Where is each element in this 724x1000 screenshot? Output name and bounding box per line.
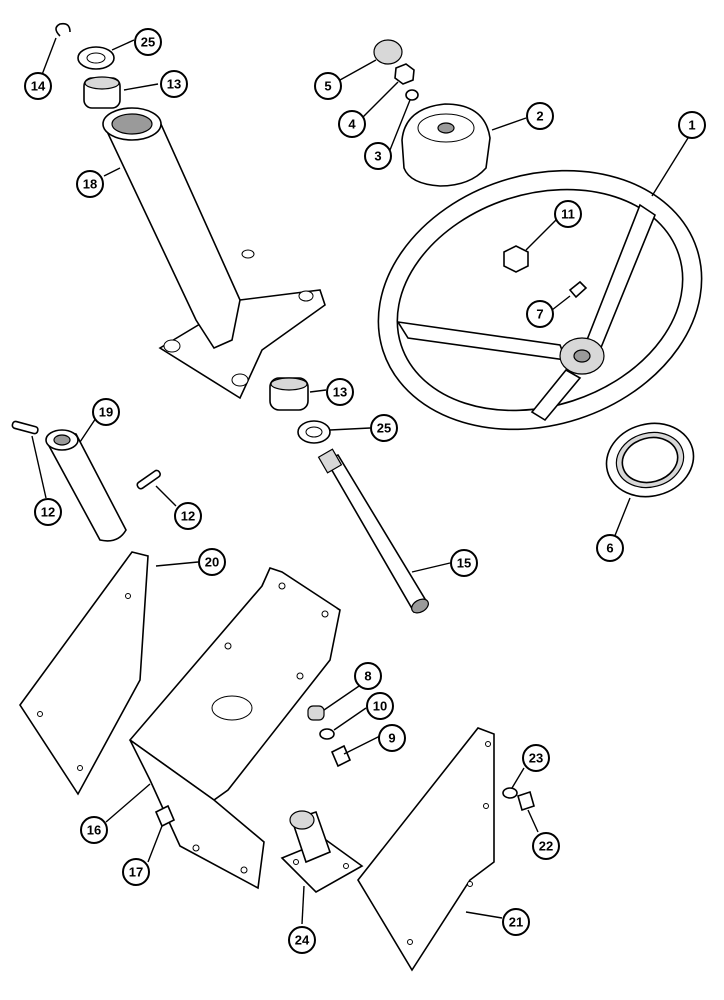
steering-wheel (377, 169, 703, 431)
svg-text:13: 13 (167, 77, 181, 92)
svg-text:16: 16 (87, 823, 101, 838)
nut-part-4 (394, 63, 415, 85)
callout-20: 20 (198, 548, 226, 576)
svg-text:20: 20 (205, 555, 219, 570)
left-side-plate (19, 551, 149, 796)
spacer-part-8 (307, 705, 325, 721)
steering-shaft (317, 448, 430, 614)
callout-18: 18 (76, 170, 104, 198)
svg-text:11: 11 (561, 207, 575, 222)
callout-7: 7 (526, 300, 554, 328)
callout-19: 19 (92, 398, 120, 426)
svg-text:24: 24 (295, 933, 310, 948)
clip-part-14 (55, 22, 71, 37)
svg-text:5: 5 (324, 79, 331, 94)
callout-10: 10 (366, 692, 394, 720)
svg-text:9: 9 (388, 731, 395, 746)
svg-text:21: 21 (509, 915, 523, 930)
svg-text:8: 8 (364, 669, 371, 684)
svg-text:25: 25 (141, 35, 155, 50)
svg-text:4: 4 (348, 117, 356, 132)
callout-21: 21 (502, 908, 530, 936)
callout-17: 17 (122, 858, 150, 886)
callout-4: 4 (338, 110, 366, 138)
svg-text:23: 23 (529, 751, 543, 766)
washer-part-23 (502, 787, 518, 799)
nut-part-11 (503, 245, 529, 273)
callout-12-left: 12 (34, 498, 62, 526)
svg-text:7: 7 (536, 307, 543, 322)
seal-ring (605, 422, 695, 498)
svg-text:22: 22 (539, 839, 553, 854)
svg-text:25: 25 (377, 421, 391, 436)
callout-24: 24 (288, 926, 316, 954)
upper-bearing (83, 76, 121, 109)
svg-text:14: 14 (31, 79, 46, 94)
callout-13-top: 13 (160, 70, 188, 98)
svg-text:10: 10 (373, 699, 387, 714)
svg-text:12: 12 (41, 505, 55, 520)
callout-3: 3 (364, 142, 392, 170)
support-bracket (128, 567, 341, 890)
svg-text:17: 17 (129, 865, 143, 880)
lower-bearing (269, 377, 309, 411)
bolt-part-7 (568, 280, 588, 299)
bolt-part-17 (154, 804, 176, 828)
svg-text:6: 6 (606, 541, 613, 556)
bolt-part-9 (330, 744, 352, 768)
svg-text:19: 19 (99, 405, 113, 420)
cap-part-5 (373, 39, 403, 65)
callout-25-top: 25 (134, 28, 162, 56)
horn-cover (401, 103, 491, 187)
callout-1: 1 (678, 111, 706, 139)
callout-15: 15 (450, 549, 478, 577)
svg-text:1: 1 (688, 118, 695, 133)
callout-6: 6 (596, 534, 624, 562)
svg-text:2: 2 (536, 109, 543, 124)
pivot-mount (280, 810, 364, 893)
washer-part-3 (405, 89, 419, 101)
washer-part-10 (319, 728, 335, 740)
leader-lines (31, 37, 689, 925)
callout-9: 9 (378, 724, 406, 752)
bolt-part-22 (517, 790, 535, 812)
callout-25-bottom: 25 (370, 414, 398, 442)
callout-22: 22 (532, 832, 560, 860)
callout-2: 2 (526, 102, 554, 130)
callout-11: 11 (554, 200, 582, 228)
svg-text:12: 12 (181, 509, 195, 524)
svg-text:18: 18 (83, 177, 97, 192)
svg-text:3: 3 (374, 149, 381, 164)
callout-12-right: 12 (174, 502, 202, 530)
callout-14: 14 (24, 72, 52, 100)
callouts: 1 2 3 4 5 6 7 8 9 10 11 12 12 13 13 14 1… (24, 28, 706, 954)
callout-8: 8 (354, 662, 382, 690)
pin-right (136, 469, 161, 490)
pin-left (11, 420, 39, 435)
callout-5: 5 (314, 72, 342, 100)
svg-text:13: 13 (333, 385, 347, 400)
right-side-plate (357, 727, 495, 972)
callout-13-bottom: 13 (326, 378, 354, 406)
steering-column-tube (102, 107, 326, 400)
callout-23: 23 (522, 744, 550, 772)
callout-16: 16 (80, 816, 108, 844)
svg-text:15: 15 (457, 556, 471, 571)
sleeve-tube (45, 429, 127, 542)
